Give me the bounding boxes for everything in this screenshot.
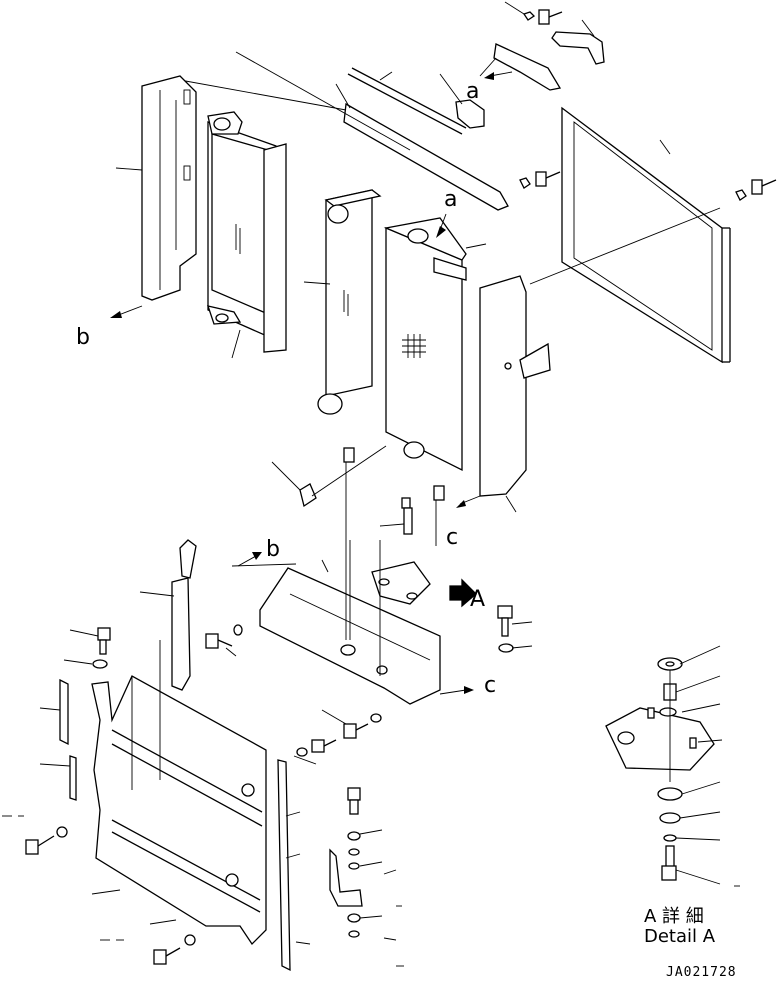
lower-support-frame — [231, 462, 441, 705]
mount-bracket-a — [371, 561, 477, 608]
lower-cover-panel — [91, 640, 267, 946]
label-c-mid: c — [446, 525, 458, 550]
label-a-mid: a — [444, 187, 457, 212]
detail-title-en: Detail A — [644, 926, 716, 947]
arrow-a-mid — [436, 213, 447, 238]
left-bolt-washer — [63, 627, 111, 669]
rail-bracket — [479, 43, 562, 91]
label-b-lower: b — [266, 537, 280, 562]
left-seal-strips — [39, 678, 77, 801]
left-side-plate — [115, 75, 197, 301]
right-bolt-A — [497, 605, 533, 653]
bottom-bolt — [153, 934, 196, 965]
arrow-a-top — [484, 71, 513, 80]
vertical-seal-strip — [277, 759, 301, 972]
long-rod — [347, 67, 467, 135]
arrow-c-mid — [456, 495, 481, 508]
callout-leaders — [2, 815, 740, 967]
right-side-plate — [479, 275, 551, 513]
frame-bolt-left — [205, 624, 243, 657]
arrow-b-lower — [237, 552, 262, 567]
lower-left-bolt — [25, 826, 68, 855]
fan-shroud-frame — [529, 106, 731, 364]
lower-bracket-stack — [329, 787, 383, 938]
mount-pin — [379, 507, 413, 535]
upper-hose-bracket — [139, 539, 197, 691]
handle-bracket — [551, 19, 605, 65]
label-b-left: b — [76, 325, 90, 350]
label-A-view: A — [470, 587, 485, 612]
bracket-piece-a — [439, 73, 485, 129]
radiator-core-right — [383, 217, 487, 472]
top-support-bar — [179, 51, 509, 211]
right-upper-bolt — [519, 171, 561, 189]
rubber-mounts — [271, 445, 445, 509]
detail-A-view — [605, 645, 723, 885]
far-right-bolt — [735, 179, 777, 201]
drawing-number: JA021728 — [666, 965, 737, 980]
frame-bolt-middle — [293, 709, 382, 765]
arrow-c-lower — [439, 686, 474, 695]
radiator-core-left — [207, 111, 287, 359]
top-bolt-washer — [504, 1, 563, 25]
label-c-lower: c — [484, 673, 496, 698]
label-a-top: a — [466, 79, 479, 104]
arrow-b-left — [110, 305, 143, 318]
detail-title-jp: A 詳 細 — [644, 906, 704, 927]
aftercooler-core — [303, 189, 382, 415]
